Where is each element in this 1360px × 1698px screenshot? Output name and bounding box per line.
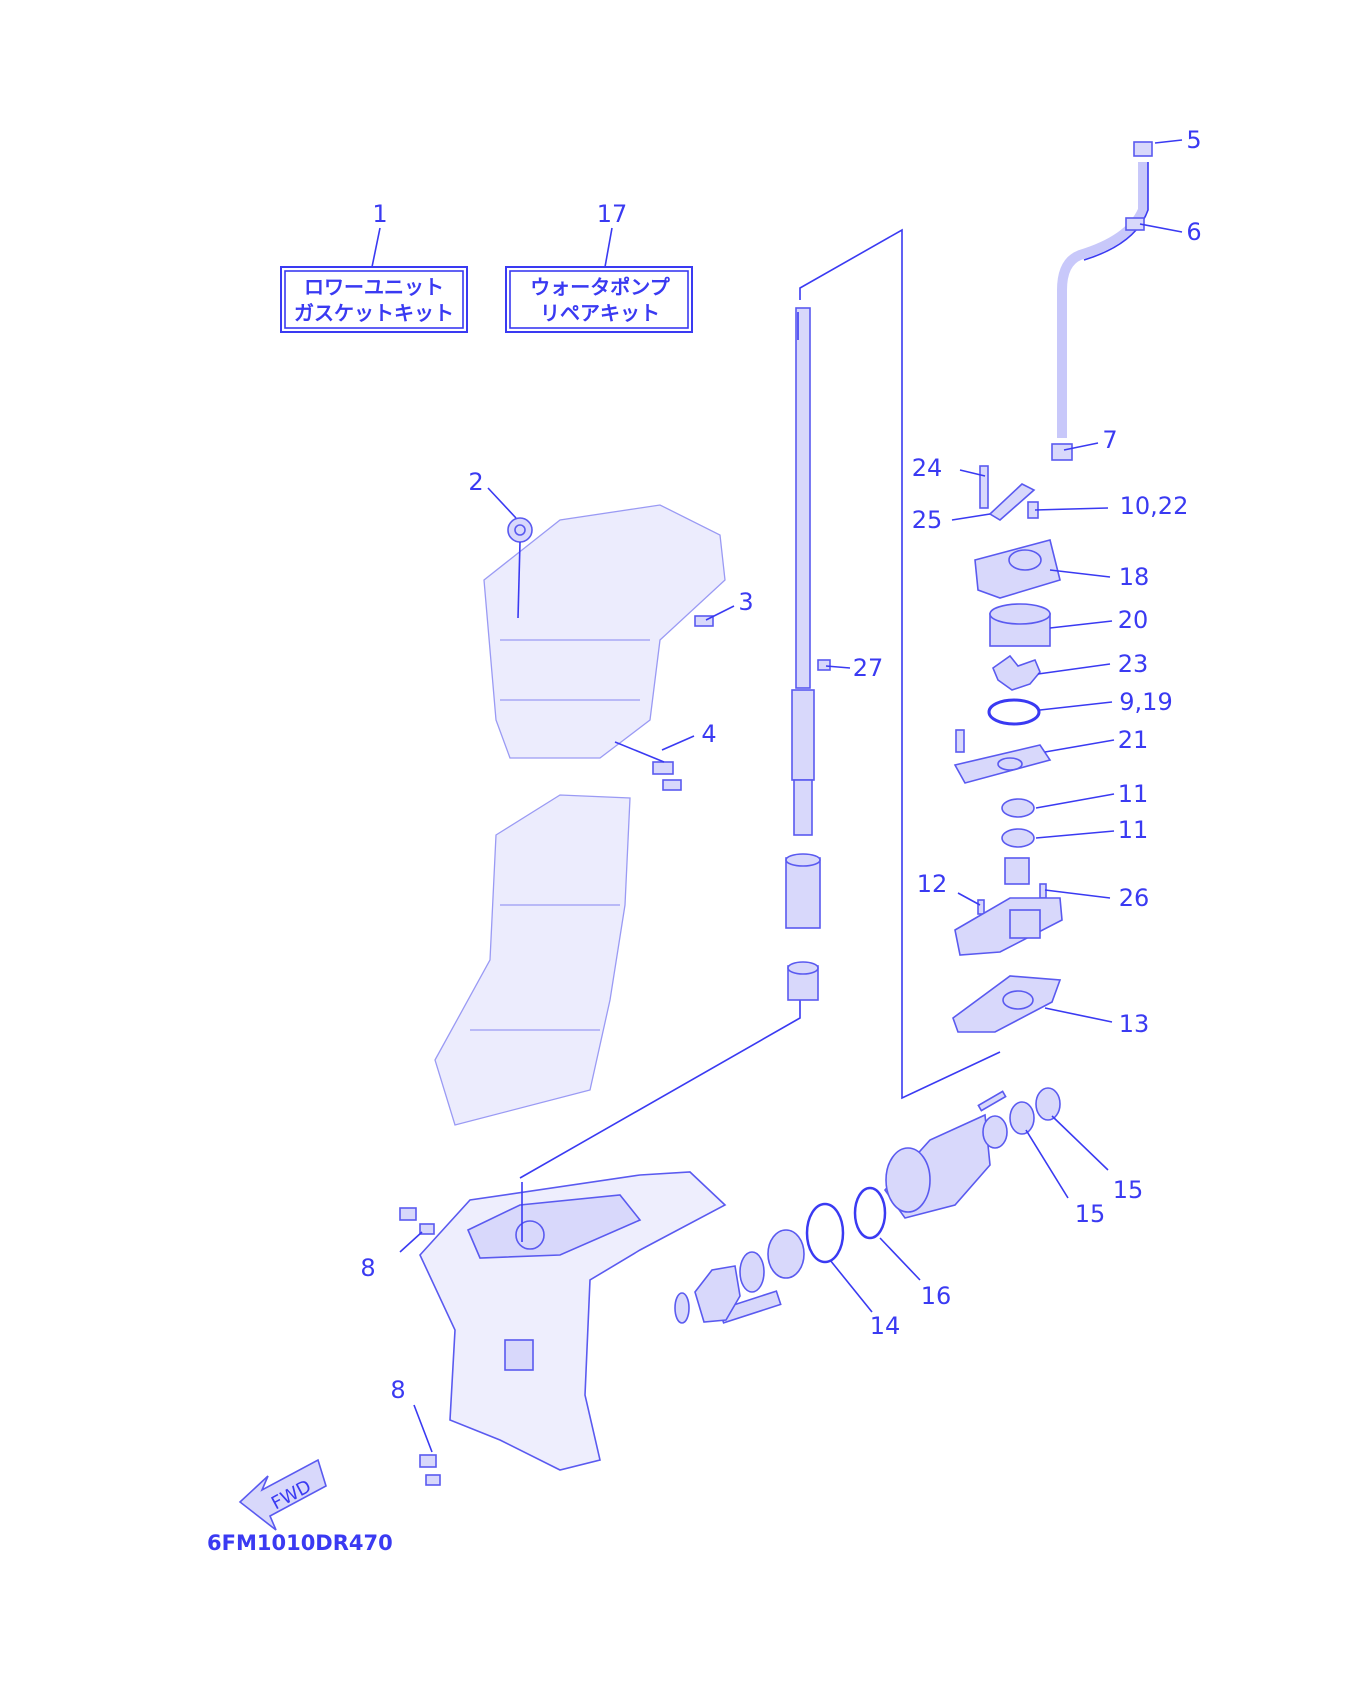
callout-21: 21 xyxy=(1118,726,1149,754)
callout-12: 12 xyxy=(917,870,948,898)
callout-10-22: 10,22 xyxy=(1120,492,1189,520)
callout-13: 13 xyxy=(1119,1010,1150,1038)
callout-18: 18 xyxy=(1119,563,1150,591)
assembly-lines xyxy=(519,228,1001,1179)
callout-14: 14 xyxy=(870,1312,901,1340)
callout-23: 23 xyxy=(1118,650,1149,678)
callout-5: 5 xyxy=(1186,126,1201,154)
kit-box-water-pump: 17 ウォータポンプ リペアキット xyxy=(505,200,693,333)
callout-1: 1 xyxy=(372,200,387,228)
diagram-code: 6FM1010DR470 xyxy=(207,1531,393,1555)
callout-26: 26 xyxy=(1119,884,1150,912)
callout-15a: 15 xyxy=(1113,1176,1144,1204)
callout-24: 24 xyxy=(912,454,943,482)
water-pump-tube xyxy=(1051,141,1153,461)
callout-27: 27 xyxy=(853,654,884,682)
callout-11b: 11 xyxy=(1118,816,1149,844)
small-parts xyxy=(399,615,831,1486)
fwd-arrow-icon: FWD xyxy=(238,1458,327,1531)
upper-casing xyxy=(483,504,726,759)
drive-shaft xyxy=(785,307,821,1001)
callout-9-19: 9,19 xyxy=(1119,688,1172,716)
lower-casing xyxy=(419,1171,727,1471)
callout-20: 20 xyxy=(1118,606,1149,634)
callout-4: 4 xyxy=(701,720,716,748)
callout-8b: 8 xyxy=(390,1376,405,1404)
kit-label-line1: ウォータポンプ xyxy=(530,275,670,299)
prop-shaft-parts xyxy=(674,1087,1061,1324)
callout-15b: 15 xyxy=(1075,1200,1106,1228)
mid-casing xyxy=(434,794,631,1126)
callout-8a: 8 xyxy=(360,1254,375,1282)
callout-11a: 11 xyxy=(1118,780,1149,808)
kit-label-line2: ガスケットキット xyxy=(294,301,454,325)
callouts: 2 3 4 5 6 7 24 25 10,22 18 20 23 9,19 21… xyxy=(360,126,1201,1404)
kit-label-line1: ロワーユニット xyxy=(304,275,444,299)
leader-lines xyxy=(399,139,1183,1453)
kit-label-line2: リペアキット xyxy=(540,301,660,325)
callout-7: 7 xyxy=(1102,426,1117,454)
callout-16: 16 xyxy=(921,1282,952,1310)
callout-2: 2 xyxy=(468,468,483,496)
callout-17: 17 xyxy=(597,200,628,228)
water-pump-parts xyxy=(952,465,1063,1033)
callout-25: 25 xyxy=(912,506,943,534)
callout-6: 6 xyxy=(1186,218,1201,246)
kit-box-gasket: 1 ロワーユニット ガスケットキット xyxy=(280,200,468,333)
callout-3: 3 xyxy=(738,588,753,616)
